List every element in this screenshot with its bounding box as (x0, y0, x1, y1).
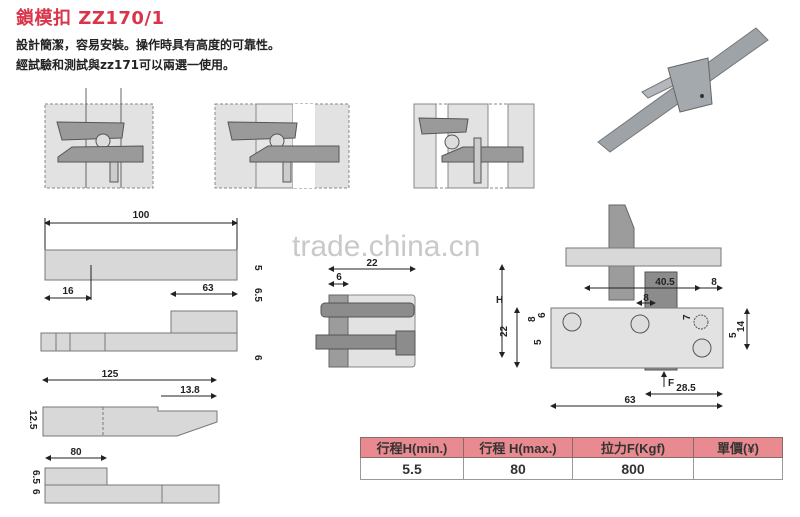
svg-text:8: 8 (643, 293, 649, 304)
description-line-1: 設計簡潔，容易安裝。操作時具有高度的可靠性。 (16, 38, 281, 52)
header-stroke-max: 行程 H(max.) (463, 437, 573, 458)
product-title: 鎖模扣 ZZ170/1 (16, 8, 165, 29)
operation-step-2-diagram (214, 103, 350, 189)
svg-text:6: 6 (252, 355, 263, 361)
operation-step-1-diagram (44, 88, 154, 189)
svg-text:6.5: 6.5 (252, 288, 263, 302)
svg-text:16: 16 (62, 286, 74, 297)
cell-force: 800 (572, 457, 694, 480)
header-unit-price: 單價(¥) (693, 437, 783, 458)
table-row: 5.5 80 800 (360, 457, 783, 480)
svg-text:6.5: 6.5 (30, 470, 41, 484)
svg-text:63: 63 (624, 395, 636, 406)
svg-text:125: 125 (102, 369, 119, 380)
side-view-drawing: 22 6 (315, 258, 416, 368)
spec-table-header-row: 行程H(min.) 行程 H(max.) 拉力F(Kgf) 單價(¥) (360, 437, 783, 458)
svg-text:63: 63 (202, 283, 214, 294)
svg-text:F: F (668, 378, 674, 389)
part-c-drawing: 80 6.5 6 (30, 447, 220, 504)
svg-text:5: 5 (728, 332, 739, 338)
svg-text:12.5: 12.5 (27, 410, 38, 430)
cell-stroke-max: 80 (463, 457, 573, 480)
spec-table: 行程H(min.) 行程 H(max.) 拉力F(Kgf) 單價(¥) 5.5 … (360, 437, 783, 480)
svg-text:5: 5 (533, 339, 544, 345)
description-line-2: 經試驗和測試與zz171可以兩選一使用。 (16, 58, 236, 72)
header-stroke-min: 行程H(min.) (360, 437, 464, 458)
svg-text:7: 7 (682, 314, 693, 320)
cell-stroke-min: 5.5 (360, 457, 464, 480)
svg-text:6: 6 (537, 312, 548, 318)
svg-text:8: 8 (527, 316, 538, 322)
svg-text:H: H (496, 295, 503, 306)
svg-text:100: 100 (133, 210, 150, 221)
svg-text:6: 6 (30, 489, 41, 495)
header-force: 拉力F(Kgf) (572, 437, 694, 458)
svg-text:6: 6 (336, 272, 342, 283)
svg-text:22: 22 (499, 325, 510, 337)
svg-text:5: 5 (252, 265, 263, 271)
product-photo (597, 27, 769, 153)
svg-text:28.5: 28.5 (676, 383, 696, 394)
watermark: trade.china.cn (292, 230, 481, 263)
svg-text:8: 8 (711, 277, 717, 288)
svg-text:80: 80 (70, 447, 82, 458)
cell-unit-price (693, 457, 783, 480)
part-a-drawing: 100 16 63 5 6.5 6 (40, 210, 263, 361)
part-b-drawing: 125 13.8 12.5 (27, 369, 218, 437)
svg-text:14: 14 (736, 320, 747, 332)
svg-text:40.5: 40.5 (655, 277, 675, 288)
assembly-drawing: H 22 8 6 5 40.5 8 8 7 5 14 F 28.5 63 (496, 204, 750, 409)
svg-text:13.8: 13.8 (180, 385, 200, 396)
operation-step-3-diagram (413, 103, 535, 189)
svg-text:22: 22 (366, 258, 378, 269)
